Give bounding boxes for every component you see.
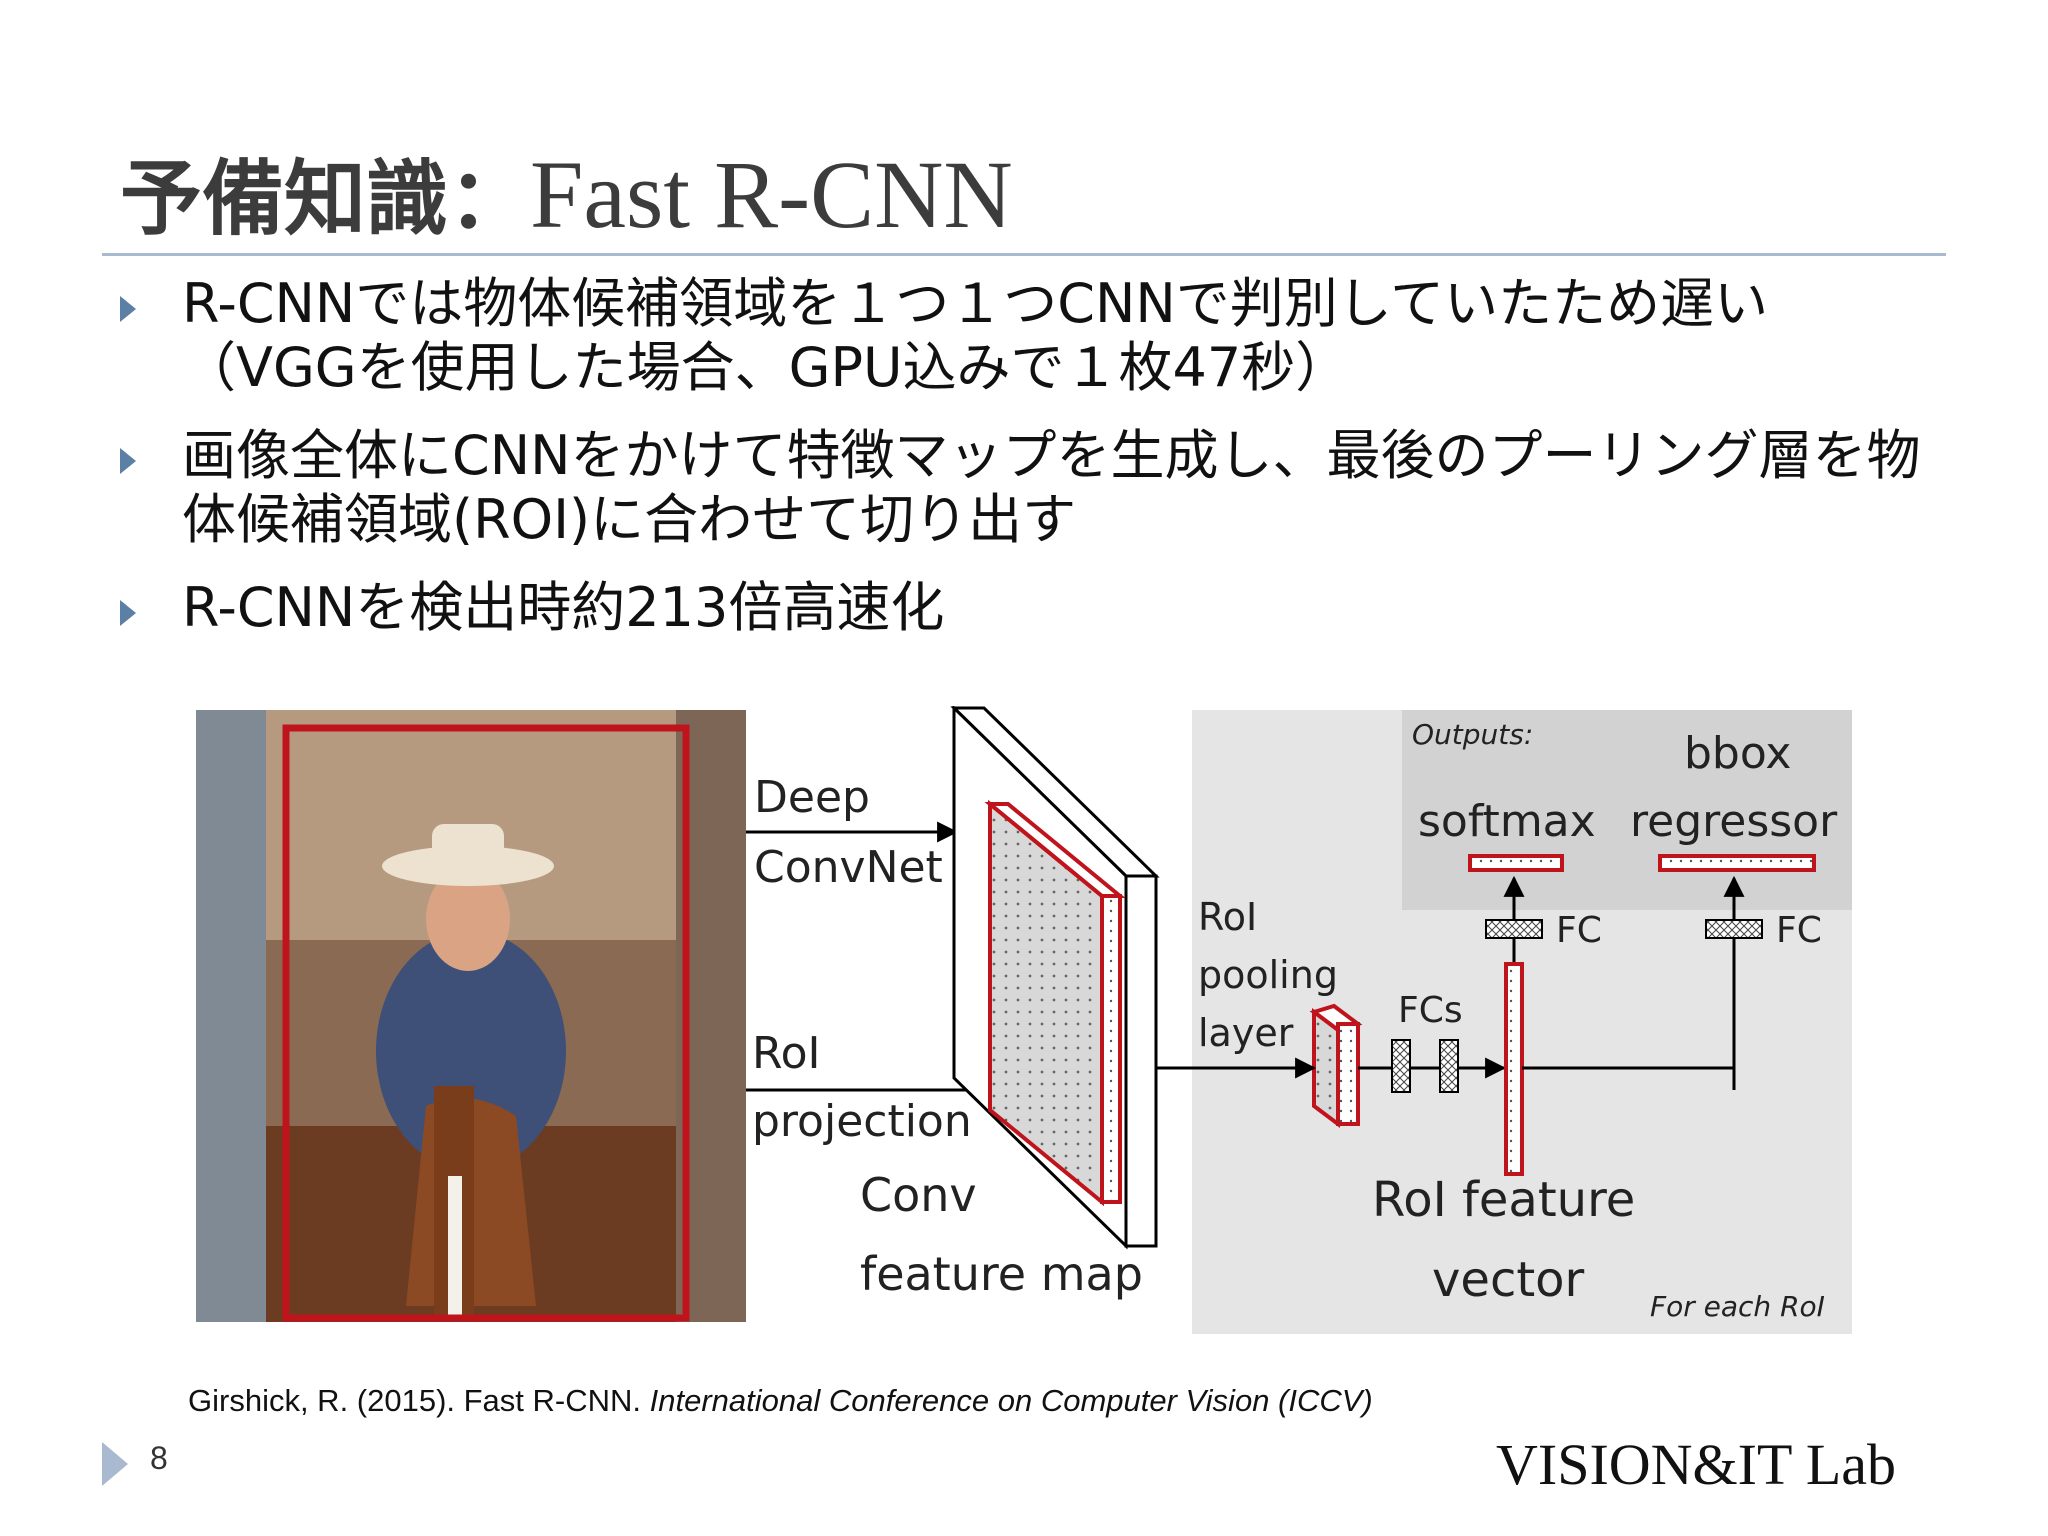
roi-feature-vector xyxy=(1504,962,1524,1176)
roi-feature-vector-label: RoI feature xyxy=(1372,1172,1635,1228)
bullet-item: R-CNNでは物体候補領域を１つ１つCNNで判別していたため遅い（VGGを使用し… xyxy=(120,272,1940,400)
softmax-output xyxy=(1468,854,1564,872)
bullet-list: R-CNNでは物体候補領域を１つ１つCNNで判別していたため遅い（VGGを使用し… xyxy=(120,272,1940,664)
bullet-item: R-CNNを検出時約213倍高速化 xyxy=(120,576,1940,640)
fcs-block xyxy=(1391,1039,1411,1093)
fc-layer-right xyxy=(1705,919,1763,939)
slide-title-japanese: 予備知識 xyxy=(120,151,449,247)
lab-logo-text: VISION&IT Lab xyxy=(1496,1432,1896,1497)
outputs-label: Outputs: xyxy=(1412,718,1533,751)
fcs-label: FCs xyxy=(1398,990,1463,1031)
roi-pooling-block xyxy=(1309,1003,1363,1128)
bbox-regressor-label: bbox xyxy=(1684,728,1791,779)
bullet-item: 画像全体にCNNをかけて特徴マップを生成し、最後のプーリング層を物体候補領域(R… xyxy=(120,424,1940,552)
conv-feature-map xyxy=(950,706,1160,1250)
page-number: 8 xyxy=(150,1440,168,1476)
roi-pooling-label: pooling xyxy=(1198,953,1338,997)
slide-title-english: Fast R-CNN xyxy=(530,141,1013,248)
citation-text: Girshick, R. (2015). Fast R-CNN. xyxy=(188,1383,650,1418)
fcs-block xyxy=(1439,1039,1459,1093)
bullet-arrow-icon xyxy=(120,600,136,626)
lab-logo: VISION&IT Lab xyxy=(1496,1424,1936,1500)
roi-pooling-label: layer xyxy=(1198,1011,1294,1055)
input-photo xyxy=(196,710,746,1322)
bullet-text: 画像全体にCNNをかけて特徴マップを生成し、最後のプーリング層を物体候補領域(R… xyxy=(182,424,1921,551)
deep-convnet-label: Deep xyxy=(754,772,870,823)
title-underline xyxy=(102,253,1946,256)
roi-projection-label: projection xyxy=(752,1096,972,1147)
roi-feature-vector-label: vector xyxy=(1432,1252,1585,1308)
fc-label-left: FC xyxy=(1556,910,1602,951)
object-proposal-box xyxy=(282,724,690,1322)
bullet-text: R-CNNを検出時約213倍高速化 xyxy=(182,576,945,639)
fast-rcnn-diagram: Deep ConvNet RoI projection Conv feature… xyxy=(196,706,1852,1336)
slide-title: 予備知識：Fast R-CNN xyxy=(120,140,1013,250)
footer-arrow-icon xyxy=(102,1442,128,1486)
conv-feature-map-label: feature map xyxy=(860,1247,1143,1301)
conv-feature-map-label: Conv xyxy=(860,1168,977,1222)
bullet-arrow-icon xyxy=(120,448,136,474)
softmax-label: softmax xyxy=(1418,796,1596,847)
roi-pooling-label: RoI xyxy=(1198,895,1257,939)
fc-label-right: FC xyxy=(1776,910,1822,951)
bullet-arrow-icon xyxy=(120,296,136,322)
deep-convnet-label: ConvNet xyxy=(754,842,943,893)
bullet-text: R-CNNでは物体候補領域を１つ１つCNNで判別していたため遅い（VGGを使用し… xyxy=(182,272,1769,399)
fc-layer-left xyxy=(1485,919,1543,939)
outputs-panel xyxy=(1402,710,1852,910)
citation: Girshick, R. (2015). Fast R-CNN. Interna… xyxy=(188,1383,1373,1419)
citation-venue: International Conference on Computer Vis… xyxy=(649,1383,1373,1418)
bbox-output xyxy=(1658,854,1816,872)
for-each-roi-label: For each RoI xyxy=(1650,1290,1825,1323)
bbox-regressor-label: regressor xyxy=(1630,796,1838,847)
slide-title-separator: ： xyxy=(448,151,531,247)
roi-projection-label: RoI xyxy=(752,1028,821,1079)
